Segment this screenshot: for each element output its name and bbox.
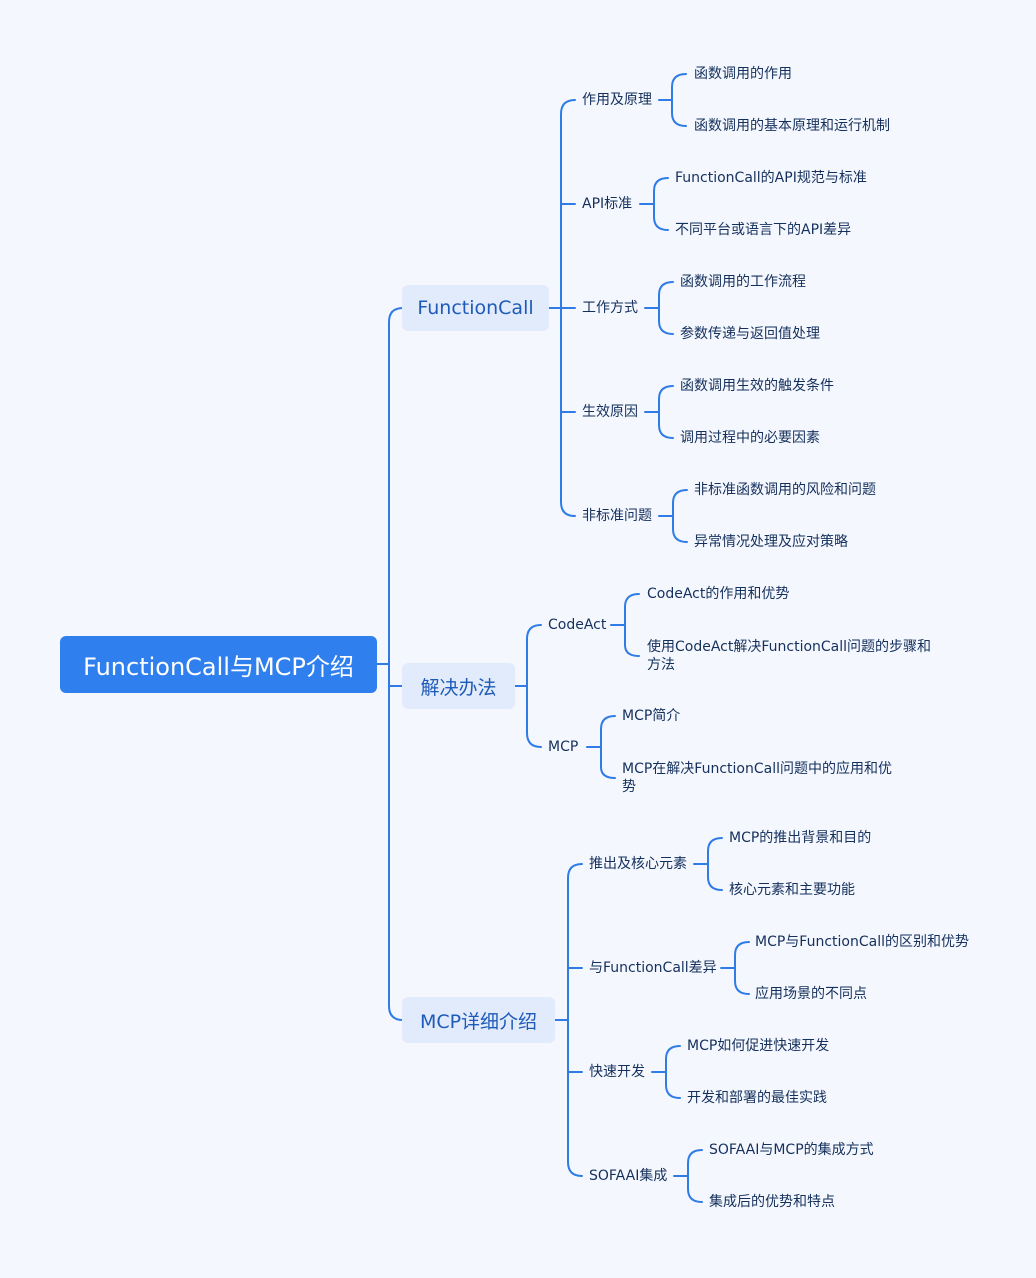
leaf[interactable]: 集成后的优势和特点: [709, 1194, 835, 1210]
topic-working-mode[interactable]: 工作方式: [582, 300, 638, 316]
connector: [514, 624, 542, 748]
connector: [651, 1045, 681, 1099]
root-node[interactable]: FunctionCall与MCP介绍: [60, 636, 377, 693]
topic-rapid-dev[interactable]: 快速开发: [589, 1064, 645, 1080]
topic-api-standard[interactable]: API标准: [582, 196, 633, 212]
topic-effective-reason[interactable]: 生效原因: [582, 404, 638, 420]
connector: [554, 863, 583, 1177]
leaf[interactable]: MCP简介: [622, 708, 681, 724]
connector: [673, 1149, 703, 1203]
leaf[interactable]: MCP在解决FunctionCall问题中的应用和优势: [622, 761, 892, 795]
leaf[interactable]: 调用过程中的必要因素: [680, 430, 820, 446]
leaf[interactable]: 核心元素和主要功能: [729, 882, 855, 898]
topic-codeact[interactable]: CodeAct: [548, 617, 607, 633]
leaf[interactable]: FunctionCall的API规范与标准: [675, 170, 867, 186]
topic-sofaai-integration[interactable]: SOFAAI集成: [589, 1168, 668, 1184]
topic-diff-functioncall[interactable]: 与FunctionCall差异: [589, 960, 717, 976]
connector: [658, 489, 688, 543]
leaf[interactable]: 使用CodeAct解决FunctionCall问题的步骤和方法: [647, 639, 932, 673]
connector: [693, 837, 723, 891]
leaf[interactable]: MCP的推出背景和目的: [729, 830, 872, 846]
topic-mcp[interactable]: MCP: [548, 739, 579, 755]
connector: [644, 281, 674, 335]
connector: [639, 177, 669, 231]
connector: [720, 941, 750, 995]
leaf[interactable]: 函数调用的工作流程: [680, 274, 806, 290]
leaf[interactable]: 不同平台或语言下的API差异: [675, 222, 852, 238]
topic-nonstandard-issues[interactable]: 非标准问题: [582, 508, 652, 524]
branch-functioncall[interactable]: FunctionCall: [402, 285, 549, 331]
leaf[interactable]: SOFAAI与MCP的集成方式: [709, 1142, 874, 1158]
leaf[interactable]: 参数传递与返回值处理: [680, 326, 820, 342]
branch-mcp-detail[interactable]: MCP详细介绍: [402, 997, 555, 1043]
leaf[interactable]: 函数调用生效的触发条件: [680, 378, 834, 394]
leaf[interactable]: MCP与FunctionCall的区别和优势: [755, 934, 969, 950]
branch-solutions[interactable]: 解决办法: [402, 663, 515, 709]
leaf[interactable]: 异常情况处理及应对策略: [694, 534, 848, 550]
leaf[interactable]: CodeAct的作用和优势: [647, 586, 790, 602]
connector: [610, 593, 640, 657]
leaf[interactable]: 非标准函数调用的风险和问题: [694, 482, 876, 498]
topic-purpose-principle[interactable]: 作用及原理: [582, 92, 652, 108]
leaf[interactable]: 开发和部署的最佳实践: [687, 1090, 827, 1106]
connector: [548, 99, 576, 517]
connector: [644, 385, 674, 439]
connector: [658, 73, 687, 127]
connector: [376, 307, 404, 1021]
connector: [586, 715, 616, 779]
leaf[interactable]: MCP如何促进快速开发: [687, 1038, 830, 1054]
leaf[interactable]: 应用场景的不同点: [755, 986, 867, 1002]
topic-launch-core[interactable]: 推出及核心元素: [589, 856, 687, 872]
leaf[interactable]: 函数调用的作用: [694, 66, 792, 82]
leaf[interactable]: 函数调用的基本原理和运行机制: [694, 118, 890, 134]
